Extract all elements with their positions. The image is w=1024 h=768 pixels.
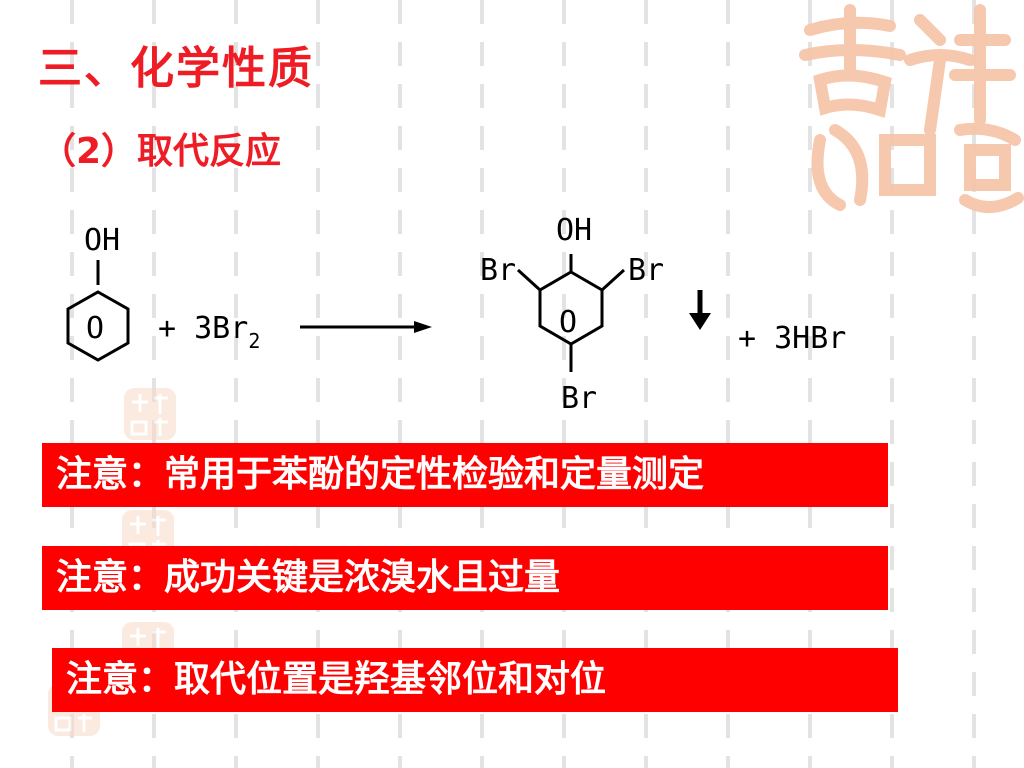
product-ring-symbol: O (559, 305, 577, 340)
watermark-small-icon (124, 388, 176, 440)
note-banner-key-condition: 注意：成功关键是浓溴水且过量 (42, 546, 888, 610)
note-banner-detection: 注意：常用于苯酚的定性检验和定量测定 (42, 443, 888, 507)
reactant-ring-symbol: O (86, 311, 104, 346)
reagent-label: + 3Br2 (158, 311, 260, 353)
reagent-subscript: 2 (248, 329, 260, 353)
phenol-structure: OH O (66, 223, 130, 362)
product-bromine-right: Br (628, 253, 664, 288)
slide-subtitle: （2）取代反应 (40, 131, 282, 172)
reagent-coefficient: + 3Br (158, 311, 248, 346)
reaction-arrow-icon (300, 321, 432, 333)
precipitate-arrow-icon (689, 290, 711, 330)
watermark-seal-icon (799, 4, 1024, 213)
product-bromine-left: Br (480, 253, 516, 288)
note-banner-substitution-position: 注意：取代位置是羟基邻位和对位 (52, 648, 898, 712)
tribromophenol-structure: OH O Br Br Br (480, 213, 664, 416)
product-bromine-bottom: Br (561, 381, 597, 416)
reactant-hydroxyl-label: OH (84, 223, 120, 258)
product-hydroxyl-label: OH (556, 213, 592, 248)
reaction-equation: OH O + 3Br2 OH O Br Br Br + 3HBr (66, 213, 846, 416)
slide-title: 三、化学性质 (38, 43, 314, 94)
product-right-bond (600, 268, 626, 292)
byproduct-label: + 3HBr (738, 321, 846, 356)
reactant-benzene-ring (66, 290, 130, 362)
product-left-bond (516, 268, 542, 292)
